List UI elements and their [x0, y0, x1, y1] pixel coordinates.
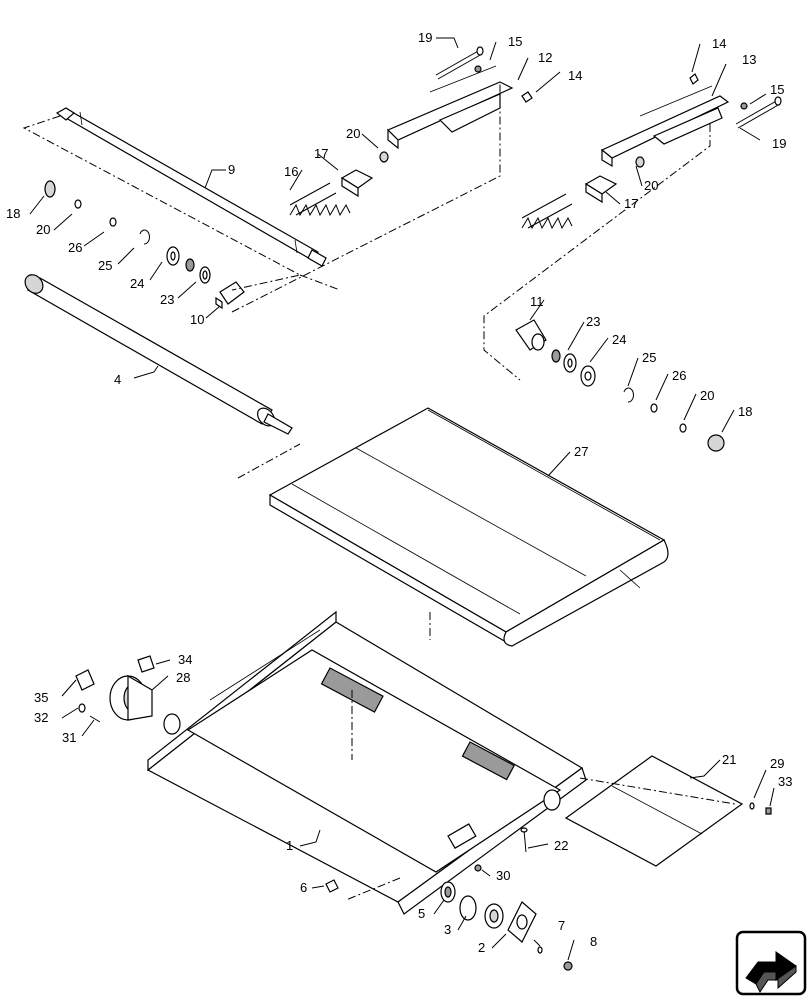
- washer-part-7: [537, 946, 543, 954]
- next-page-arrow-icon[interactable]: [735, 930, 807, 996]
- bearing-part-5: [440, 881, 456, 903]
- callout-32: 32: [34, 710, 48, 725]
- guard-part-21: [564, 755, 744, 867]
- roller-part-4: [24, 274, 293, 435]
- callout-22: 22: [554, 838, 568, 853]
- screw-part-6: [325, 879, 339, 893]
- callout-19b: 19: [772, 136, 786, 151]
- callout-15b: 15: [770, 82, 784, 97]
- screw-part-14b: [689, 73, 699, 85]
- callout-31: 31: [62, 730, 76, 745]
- callout-26a: 26: [68, 240, 82, 255]
- bracket-part-13: [600, 85, 730, 168]
- left-bearing-stack: [44, 180, 245, 310]
- callout-2: 2: [478, 940, 485, 955]
- callout-19a: 19: [418, 30, 432, 45]
- callout-12: 12: [538, 50, 552, 65]
- belt-part-27: [268, 407, 669, 647]
- motor-part-28: [109, 674, 153, 721]
- callout-17b: 17: [624, 196, 638, 211]
- callout-29: 29: [770, 756, 784, 771]
- bolt-part-19b: [735, 96, 782, 129]
- bolt-part-22: [520, 827, 528, 853]
- pin-part-31: [89, 715, 101, 723]
- callout-27: 27: [574, 444, 588, 459]
- nut-part-15a: [474, 65, 482, 73]
- clip-part-17b: [584, 175, 618, 204]
- callout-33: 33: [778, 774, 792, 789]
- frame-part-1: [146, 610, 587, 915]
- callout-26b: 26: [672, 368, 686, 383]
- callout-8: 8: [590, 934, 597, 949]
- callout-6: 6: [300, 880, 307, 895]
- callout-14b: 14: [712, 36, 726, 51]
- clip-part-17a: [340, 169, 374, 198]
- callout-16: 16: [284, 164, 298, 179]
- callout-labels: 19 15 12 14 14 13 15 19 9 20 17 16 18 20…: [6, 30, 792, 955]
- screw-part-33: [765, 807, 772, 815]
- nut-part-15b: [740, 102, 748, 110]
- callout-25b: 25: [642, 350, 656, 365]
- callout-3: 3: [444, 922, 451, 937]
- bracket-part-12: [386, 65, 514, 150]
- callout-17a: 17: [314, 146, 328, 161]
- callout-18a: 18: [6, 206, 20, 221]
- bolt-part-19a: [435, 46, 484, 80]
- callout-10: 10: [190, 312, 204, 327]
- callout-23b: 23: [586, 314, 600, 329]
- callout-1: 1: [286, 838, 293, 853]
- screw-part-14a: [521, 91, 533, 103]
- callout-13: 13: [742, 52, 756, 67]
- bearing-part-3: [459, 895, 504, 929]
- callout-34: 34: [178, 652, 192, 667]
- callout-25a: 25: [98, 258, 112, 273]
- callout-28: 28: [176, 670, 190, 685]
- callout-7: 7: [558, 918, 565, 933]
- nut-part-30: [474, 864, 482, 872]
- flange-part-2: [507, 901, 537, 943]
- callout-20a: 20: [346, 126, 360, 141]
- callout-35: 35: [34, 690, 48, 705]
- spring-part-16b: [521, 193, 573, 230]
- callout-24b: 24: [612, 332, 626, 347]
- bushing-part-20c: [635, 156, 645, 168]
- fitting-part-35: [75, 669, 95, 691]
- callout-9: 9: [228, 162, 235, 177]
- callout-20b: 20: [36, 222, 50, 237]
- callout-20d: 20: [700, 388, 714, 403]
- callout-4: 4: [114, 372, 121, 387]
- washer-part-29: [749, 802, 755, 810]
- center-lines: [22, 82, 736, 901]
- callout-5: 5: [418, 906, 425, 921]
- callout-18b: 18: [738, 404, 752, 419]
- washer-part-32: [78, 703, 86, 713]
- callout-15a: 15: [508, 34, 522, 49]
- nut-part-8: [563, 961, 573, 971]
- bushing-part-20a: [379, 151, 389, 163]
- right-bearing-stack: [515, 319, 725, 452]
- fitting-part-34: [137, 655, 155, 673]
- shaft-part-9: [55, 107, 327, 267]
- spring-part-16: [289, 182, 351, 217]
- callout-24a: 24: [130, 276, 144, 291]
- callout-30: 30: [496, 868, 510, 883]
- callout-23a: 23: [160, 292, 174, 307]
- callout-20c: 20: [644, 178, 658, 193]
- callout-21: 21: [722, 752, 736, 767]
- callout-14a: 14: [568, 68, 582, 83]
- callout-11: 11: [530, 294, 544, 309]
- leader-lines: [29, 37, 775, 961]
